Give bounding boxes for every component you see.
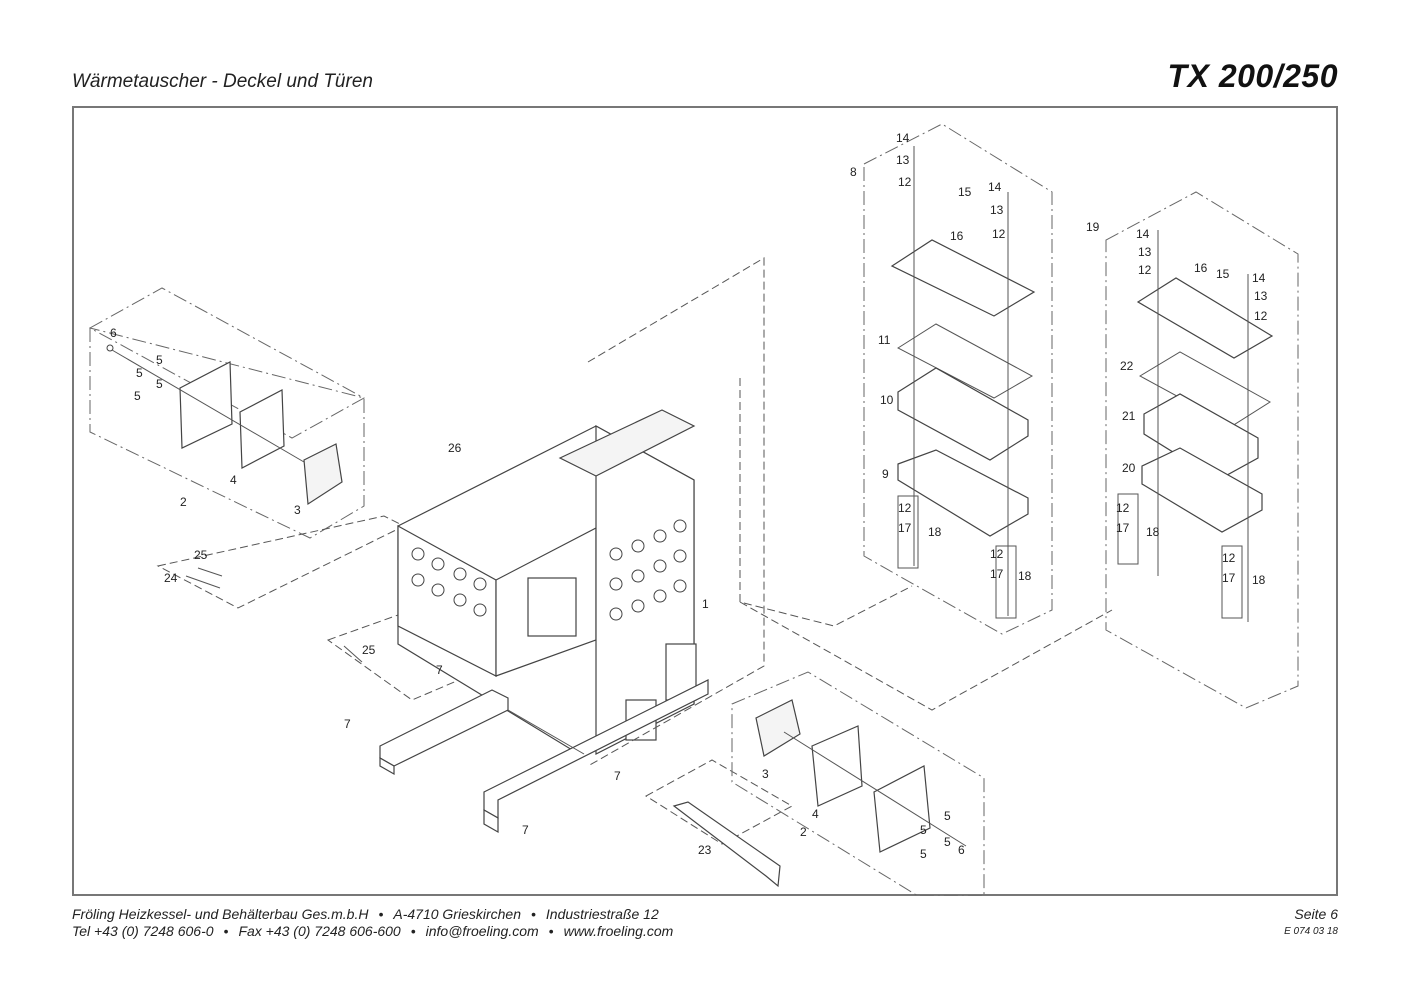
label-5: 5 [156,353,163,367]
footer-bullet: • [378,906,384,922]
label-14: 14 [1136,227,1150,241]
label-20: 20 [1122,461,1136,475]
label-7: 7 [436,663,443,677]
label-17: 17 [898,521,912,535]
label-7: 7 [344,717,351,731]
label-5: 5 [920,823,927,837]
exploded-parts-drawing: 6 5 5 5 5 4 2 3 25 24 25 26 1 [88,123,1299,896]
label-5: 5 [134,389,141,403]
label-13: 13 [1138,245,1152,259]
label-24: 24 [164,571,178,585]
footer-company: Fröling Heizkessel- und Behälterbau Ges.… [72,906,369,922]
footer-street: Industriestraße 12 [545,906,659,922]
page-title: Wärmetauscher - Deckel und Türen [72,71,373,92]
label-25: 25 [194,548,208,562]
label-12: 12 [898,501,912,515]
label-12: 12 [1254,309,1268,323]
label-5: 5 [944,835,951,849]
lid-assembly-19 [1105,191,1299,709]
label-17: 17 [1222,571,1236,585]
label-17: 17 [990,567,1004,581]
label-26: 26 [448,441,462,455]
footer-bullet: • [410,923,416,939]
label-25: 25 [362,643,376,657]
footer-line-1: Fröling Heizkessel- und Behälterbau Ges.… [72,906,673,923]
label-18: 18 [1146,525,1160,539]
lid-assembly-8 [863,123,1053,635]
label-1: 1 [702,597,709,611]
label-18: 18 [1018,569,1032,583]
label-14: 14 [1252,271,1266,285]
label-12: 12 [898,175,912,189]
footer-bullet: • [548,923,554,939]
label-18: 18 [928,525,942,539]
label-12: 12 [1116,501,1130,515]
right-door-assembly [731,671,985,896]
footer-bullet: • [531,906,536,922]
drawing-frame [72,106,1338,896]
label-22: 22 [1120,359,1134,373]
label-2: 2 [180,495,187,509]
label-5: 5 [136,366,143,380]
label-15: 15 [958,185,972,199]
page-number: Seite 6 [1294,906,1338,922]
label-5: 5 [944,809,951,823]
left-door-assembly [88,287,366,539]
footer-page-info: Seite 6 E 074 03 18 [1284,906,1338,937]
label-6: 6 [958,843,965,857]
footer-web[interactable]: www.froeling.com [563,923,674,939]
base-frame [379,679,709,834]
label-16: 16 [950,229,964,243]
label-8: 8 [850,165,857,179]
footer-address: A-4710 Grieskirchen [393,906,521,922]
label-11: 11 [878,333,891,347]
label-9: 9 [882,467,889,481]
label-14: 14 [896,131,910,145]
label-3: 3 [762,767,769,781]
label-5: 5 [920,847,927,861]
label-18: 18 [1252,573,1266,587]
label-12: 12 [1222,551,1236,565]
label-16: 16 [1194,261,1208,275]
label-19: 19 [1086,220,1100,234]
model-title: TX 200/250 [1167,58,1338,94]
label-13: 13 [990,203,1004,217]
footer-bullet: • [223,923,229,939]
footer-line-2: Tel +43 (0) 7248 606-0 • Fax +43 (0) 7248 … [72,923,673,940]
label-17: 17 [1116,521,1130,535]
document-code: E 074 03 18 [1284,926,1338,937]
label-7: 7 [522,823,529,837]
label-12: 12 [992,227,1006,241]
footer-fax: Fax +43 (0) 7248 606-600 [238,923,401,939]
label-10: 10 [880,393,894,407]
label-15: 15 [1216,267,1230,281]
label-4: 4 [812,807,819,821]
label-21: 21 [1122,409,1136,423]
label-4: 4 [230,473,237,487]
footer-contact: Fröling Heizkessel- und Behälterbau Ges.… [72,906,673,940]
label-13: 13 [896,153,910,167]
label-7: 7 [614,769,621,783]
footer-tel: Tel +43 (0) 7248 606-0 [72,923,214,939]
label-14: 14 [988,180,1002,194]
label-5: 5 [156,377,163,391]
label-3: 3 [294,503,301,517]
label-12: 12 [990,547,1004,561]
label-13: 13 [1254,289,1268,303]
label-12: 12 [1138,263,1152,277]
heat-exchanger-body [397,409,697,757]
label-6: 6 [110,326,117,340]
label-2: 2 [800,825,807,839]
label-23: 23 [698,843,712,857]
footer-email[interactable]: info@froeling.com [425,923,539,939]
